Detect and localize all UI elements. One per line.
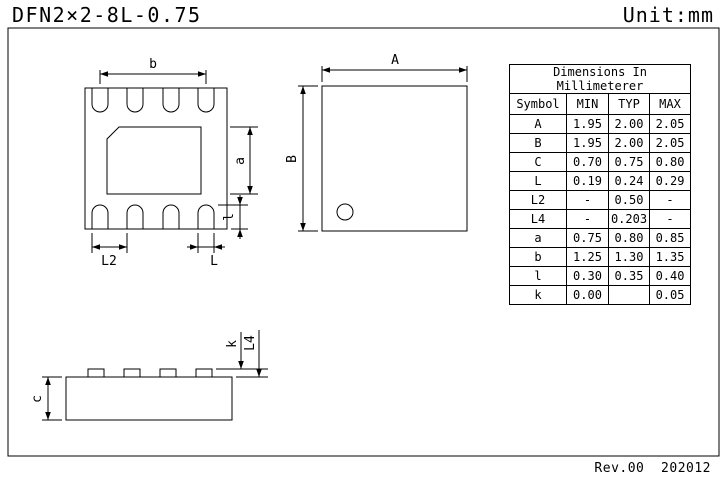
cell-max: 0.80 [648,152,692,172]
dim-label-k: k [225,340,240,348]
side-pad [123,368,141,378]
side-pad [195,368,213,378]
table-row: L 0.19 0.24 0.29 [509,171,692,191]
table-header-row: Symbol MIN TYP MAX [509,93,692,115]
dim-label-L: L [210,254,218,269]
cell-min: 1.25 [566,247,609,267]
sheet-border [7,27,720,457]
table-row: A 1.95 2.00 2.05 [509,114,692,134]
cell-typ: 2.00 [608,133,650,153]
bottom-view [84,87,228,230]
page-title: DFN2×2-8L-0.75 [12,3,202,27]
pad-outline [91,204,109,229]
cell-symbol: A [509,114,567,134]
cell-symbol: C [509,152,567,172]
dim-label-L4: L4 [243,335,258,351]
table-caption-row: Dimensions In Millimeterer [508,64,692,94]
cell-typ: 0.203 [608,209,650,229]
cell-symbol: b [509,247,567,267]
header-min: MIN [566,93,609,115]
cell-max: - [648,190,692,210]
side-pad [159,368,177,378]
table-caption-line1: Dimensions In [553,65,647,79]
cell-min: - [566,190,609,210]
dim-label-b: b [149,57,157,72]
pad-outline [126,88,144,113]
dim-label-L2: L2 [101,254,117,269]
cell-typ: 1.30 [608,247,650,267]
side-pad [87,368,105,378]
cell-symbol: L [509,171,567,191]
pad-outline [197,88,215,113]
pad-outline [197,204,215,229]
cell-min: 0.00 [566,285,609,305]
dim-label-a: a [233,157,248,165]
cell-min: 0.30 [566,266,609,286]
exposed-pad-outline [106,126,202,195]
table-row: L2 - 0.50 - [509,190,692,210]
header-max: MAX [648,93,692,115]
side-view [65,368,233,421]
side-view-dimensions: c k L4 [30,330,268,421]
cell-symbol: L2 [509,190,567,210]
cell-max: - [648,209,692,229]
cell-typ: 2.00 [608,114,650,134]
cell-typ: 0.35 [608,266,650,286]
pad-outline [162,88,180,113]
table-row: b 1.25 1.30 1.35 [509,247,692,267]
table-row: C 0.70 0.75 0.80 [509,152,692,172]
table-caption-line2: Millimeterer [556,79,644,93]
cell-min: - [566,209,609,229]
cell-symbol: k [509,285,567,305]
pin1-marker [336,203,354,221]
top-view-dimensions: A B [285,53,468,232]
cell-typ: 0.24 [608,171,650,191]
dim-label-l: l [222,213,237,221]
table-caption: Dimensions In Millimeterer [508,64,692,94]
dim-label-B: B [285,155,300,163]
cell-min: 1.95 [566,114,609,134]
pad-outline [91,88,109,113]
cell-max: 0.85 [648,228,692,248]
table-row: B 1.95 2.00 2.05 [509,133,692,153]
cell-symbol: L4 [509,209,567,229]
bottom-view-outline [84,87,228,230]
cell-min: 0.70 [566,152,609,172]
cell-max: 0.40 [648,266,692,286]
cell-max: 1.35 [648,247,692,267]
cell-max: 2.05 [648,114,692,134]
top-view [321,85,468,232]
pad-outline [162,204,180,229]
table-row: k 0.00 0.05 [509,285,692,305]
table-row: a 0.75 0.80 0.85 [509,228,692,248]
revision-label: Rev.00 202012 [594,461,711,476]
cell-max: 0.29 [648,171,692,191]
cell-typ [608,285,650,305]
dim-label-c: c [30,395,45,403]
bottom-view-dimensions: b a l L2 L [91,57,258,269]
cell-typ: 0.75 [608,152,650,172]
cell-typ: 0.50 [608,190,650,210]
unit-label: Unit:mm [622,3,714,27]
cell-max: 0.05 [648,285,692,305]
cell-symbol: l [509,266,567,286]
cell-symbol: a [509,228,567,248]
table-row: L4 - 0.203 - [509,209,692,229]
cell-min: 0.75 [566,228,609,248]
header-typ: TYP [608,93,650,115]
cell-typ: 0.80 [608,228,650,248]
side-view-body [65,376,233,421]
dimensions-table: Dimensions In Millimeterer Symbol MIN TY… [508,64,692,305]
table-row: l 0.30 0.35 0.40 [509,266,692,286]
cell-max: 2.05 [648,133,692,153]
cell-min: 1.95 [566,133,609,153]
top-view-outline [321,85,468,232]
dim-label-A: A [391,53,399,68]
cell-symbol: B [509,133,567,153]
pad-outline [126,204,144,229]
header-symbol: Symbol [509,93,567,115]
cell-min: 0.19 [566,171,609,191]
